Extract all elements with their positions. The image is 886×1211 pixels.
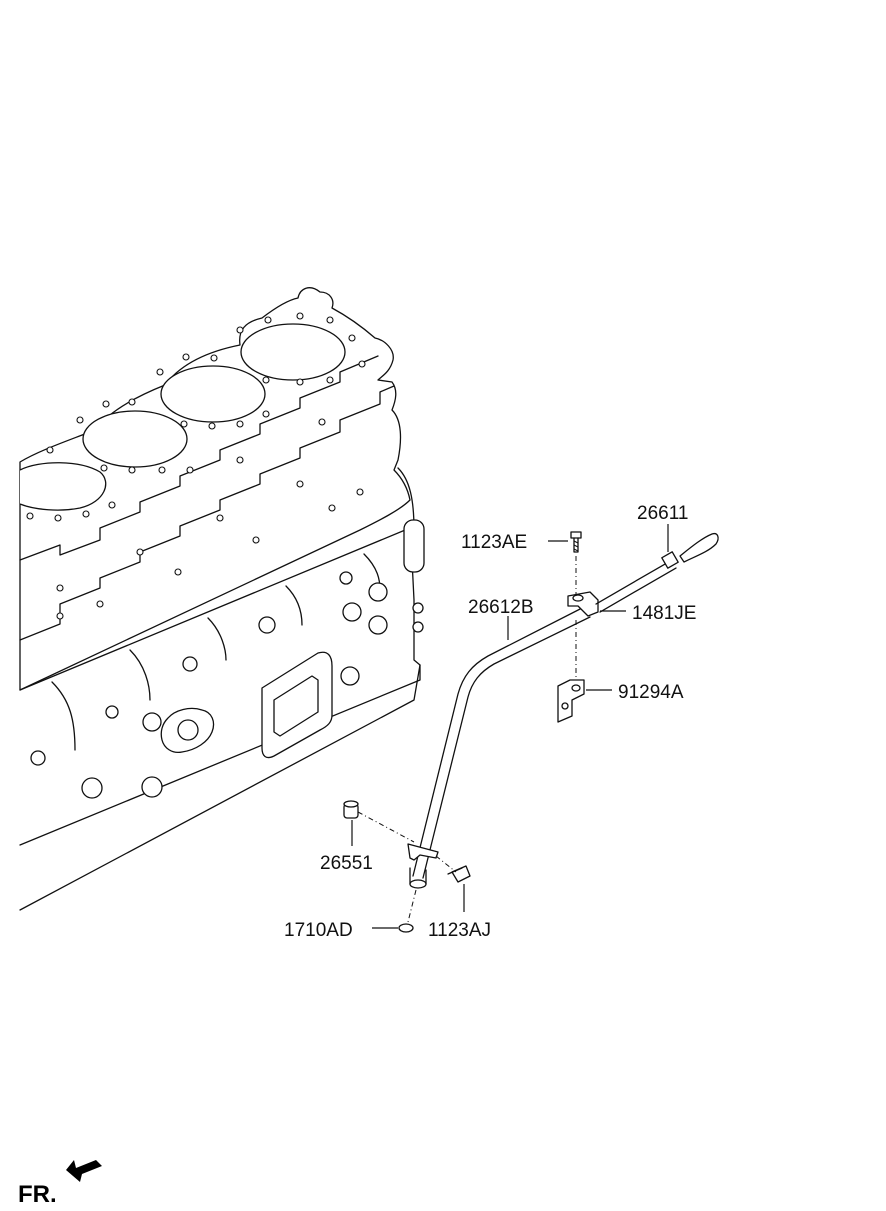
cylinder-bore-2	[82, 410, 188, 468]
label-1123AJ[interactable]: 1123AJ	[428, 920, 491, 941]
leaders	[351, 524, 669, 929]
bolt-1123AE[interactable]	[570, 531, 582, 553]
bolt-1123AJ[interactable]	[447, 865, 471, 883]
part-labels: 1123AE 26611 26612B 1481JE 91294A 26551 …	[284, 503, 696, 941]
cylinder-bore-3	[160, 365, 266, 423]
cylinder-bore-4	[240, 323, 346, 381]
label-26611[interactable]: 26611	[637, 503, 688, 524]
o-ring-1710AD[interactable]	[398, 923, 414, 933]
block-cover-inner	[273, 675, 319, 737]
assembly-line-cap	[357, 811, 415, 843]
head-bolt-holes	[26, 312, 366, 620]
dipstick-guide-tube[interactable]	[412, 605, 587, 877]
cylinder-bore-1	[19, 462, 107, 511]
dipstick-seal	[661, 551, 679, 569]
block-cover-plate	[261, 651, 333, 759]
engine-block	[19, 287, 425, 911]
block-rib-2	[129, 649, 151, 701]
label-1481JE[interactable]: 1481JE	[632, 603, 696, 624]
label-26551[interactable]: 26551	[320, 853, 373, 874]
block-flange-hole	[177, 719, 199, 741]
bracket-91294A[interactable]	[557, 679, 585, 723]
block-rib-3	[207, 617, 227, 661]
cap-26551[interactable]	[343, 800, 359, 819]
block-rib-1	[51, 681, 76, 751]
label-91294A[interactable]: 91294A	[618, 682, 684, 703]
block-lower-line	[19, 664, 421, 911]
front-indicator: FR.	[18, 1160, 102, 1208]
block-boss	[403, 519, 425, 573]
head-lower-edge	[19, 385, 395, 641]
dipstick-handle-ring[interactable]	[679, 532, 719, 563]
assembly-line-bolt	[435, 855, 457, 873]
front-label: FR.	[18, 1181, 57, 1208]
label-1710AD[interactable]: 1710AD	[284, 920, 353, 941]
assembly-line-oring	[407, 889, 417, 923]
block-rib-4	[285, 585, 303, 626]
label-1123AE[interactable]: 1123AE	[461, 532, 527, 553]
tube-end-collar	[409, 879, 427, 889]
head-side-edge	[19, 355, 379, 561]
tube-lower-bracket	[407, 843, 439, 861]
front-direction-arrow-icon	[66, 1160, 102, 1182]
block-plugs	[30, 571, 424, 799]
dipstick-rod[interactable]	[595, 559, 677, 613]
dipstick-assembly	[343, 531, 719, 933]
label-26612B[interactable]: 26612B	[468, 597, 534, 618]
